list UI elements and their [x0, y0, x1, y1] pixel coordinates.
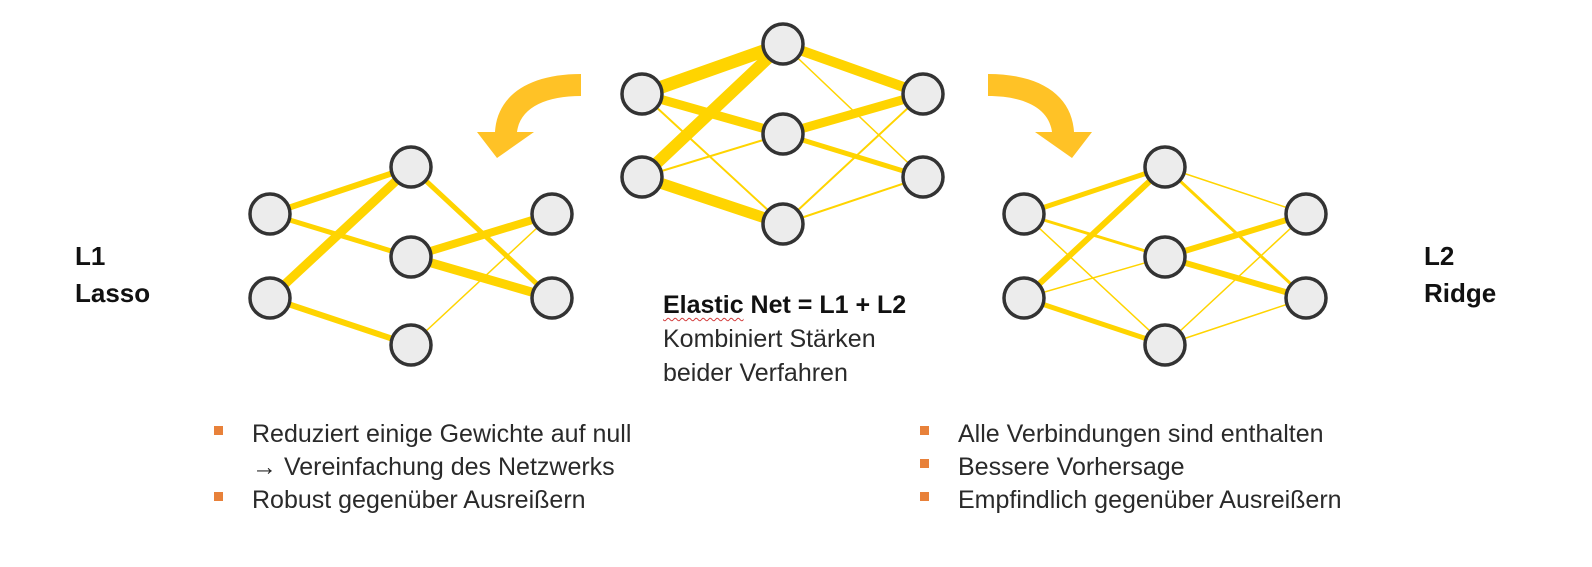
ridge-neuron-h1-icon [1143, 145, 1187, 189]
left-label-line1: L1 [75, 241, 106, 271]
ridge-connection-i2-h1 [1021, 164, 1168, 301]
right-bullet-item: Alle Verbindungen sind enthalten [920, 418, 1342, 451]
lasso-neuron-h3-icon [389, 323, 433, 367]
ridge-connection-h3-o2 [1164, 297, 1307, 346]
elastic-neuron-h2-icon [761, 112, 805, 156]
ridge-connection-h2-o2 [1162, 254, 1309, 301]
center-title-rest: Net = L1 + L2 [743, 291, 907, 319]
lasso-neuron-o1-icon [530, 192, 574, 236]
ridge-network [1002, 145, 1328, 367]
lasso-network [248, 145, 574, 367]
right-label-line1: L2 [1424, 241, 1455, 271]
center-title-word: Elastic [663, 291, 744, 319]
lasso-neuron-i1-icon [248, 192, 292, 236]
ridge-connection-h3-o1 [1164, 213, 1307, 346]
lasso-neuron-h1-icon [389, 145, 433, 189]
bullet-marker-icon [214, 426, 223, 435]
left-bullet-item: Robust gegenüber Ausreißern [214, 484, 631, 517]
elastic-connection-h2-o2 [780, 131, 926, 180]
elastic-connection-h3-o1 [782, 93, 924, 225]
elastic-connection-i2-h2 [641, 133, 784, 178]
ridge-connection-h1-o1 [1164, 166, 1307, 215]
elastic-connection-i1-h3 [641, 93, 784, 225]
lasso-neuron-i2-icon [248, 276, 292, 320]
right-label: L2 Ridge [1424, 238, 1496, 312]
ridge-neuron-i1-icon [1002, 192, 1046, 236]
ridge-connection-i2-h2 [1023, 256, 1166, 299]
left-bullet-list: Reduziert einige Gewichte auf null → Ver… [214, 418, 631, 517]
lasso-connection-h2-o1 [407, 210, 556, 261]
left-bullet-item: Reduziert einige Gewichte auf null → Ver… [214, 418, 631, 484]
bullet-marker-icon [920, 459, 929, 468]
lasso-connection-i1-h1 [267, 164, 414, 217]
ridge-connection-i2-h3 [1021, 295, 1168, 348]
ridge-neuron-o2-icon [1284, 276, 1328, 320]
ridge-neuron-o1-icon [1284, 192, 1328, 236]
ridge-connection-i1-h1 [1021, 164, 1168, 217]
left-bullet-continuation: → Vereinfachung des Netzwerks [252, 453, 615, 481]
elastic-connection-i2-h1 [636, 38, 789, 183]
elastic-neuron-i2-icon [620, 155, 664, 199]
ridge-neuron-h2-icon [1143, 235, 1187, 279]
left-bullet-text: Reduziert einige Gewichte auf null [252, 420, 632, 448]
ridge-neuron-h3-icon [1143, 323, 1187, 367]
lasso-connection-h3-o1 [410, 213, 553, 346]
left-label: L1 Lasso [75, 238, 150, 312]
elastic-neuron-i1-icon [620, 72, 664, 116]
elastic-connection-h3-o2 [782, 176, 924, 225]
elastic-net-network [620, 22, 945, 246]
elastic-connection-h1-o1 [778, 39, 928, 99]
center-caption: Elastic Net = L1 + L2 Kombiniert Stärken… [663, 288, 906, 390]
ridge-connection-h2-o1 [1162, 211, 1309, 260]
center-line2: Kombiniert Stärken [663, 325, 876, 353]
lasso-neuron-o2-icon [530, 276, 574, 320]
right-bullet-text: Bessere Vorhersage [958, 453, 1185, 481]
lasso-neuron-h2-icon [389, 235, 433, 279]
right-bullet-text: Alle Verbindungen sind enthalten [958, 420, 1324, 448]
bullet-marker-icon [920, 426, 929, 435]
curved-arrow-left-icon [477, 74, 581, 158]
elastic-neuron-o1-icon [901, 72, 945, 116]
elastic-neuron-h1-icon [761, 22, 805, 66]
bullet-marker-icon [214, 492, 223, 501]
right-bullet-item: Empfindlich gegenüber Ausreißern [920, 484, 1342, 517]
ridge-neuron-i2-icon [1002, 276, 1046, 320]
lasso-connection-h2-o2 [406, 252, 557, 303]
curved-arrow-right-icon [988, 74, 1092, 158]
lasso-connection-i2-h3 [267, 295, 414, 348]
elastic-connection-h2-o1 [778, 89, 928, 139]
elastic-connection-i1-h1 [635, 37, 790, 101]
right-label-line2: Ridge [1424, 278, 1497, 308]
left-bullet-text: Robust gegenüber Ausreißern [252, 486, 586, 514]
center-line3: beider Verfahren [663, 359, 848, 387]
center-title: Elastic Net = L1 + L2 [663, 288, 906, 322]
lasso-connection-i2-h1 [265, 162, 416, 303]
elastic-connection-i2-h3 [636, 171, 789, 230]
left-label-line2: Lasso [75, 278, 151, 308]
right-bullet-text: Empfindlich gegenüber Ausreißern [958, 486, 1342, 514]
bullet-marker-icon [920, 492, 929, 501]
ridge-connection-i1-h3 [1023, 213, 1166, 346]
right-bullet-list: Alle Verbindungen sind enthalten Bessere… [920, 418, 1342, 517]
arrows [477, 74, 1092, 158]
elastic-neuron-o2-icon [901, 155, 945, 199]
right-bullet-item: Bessere Vorhersage [920, 451, 1342, 484]
elastic-neuron-h3-icon [761, 202, 805, 246]
